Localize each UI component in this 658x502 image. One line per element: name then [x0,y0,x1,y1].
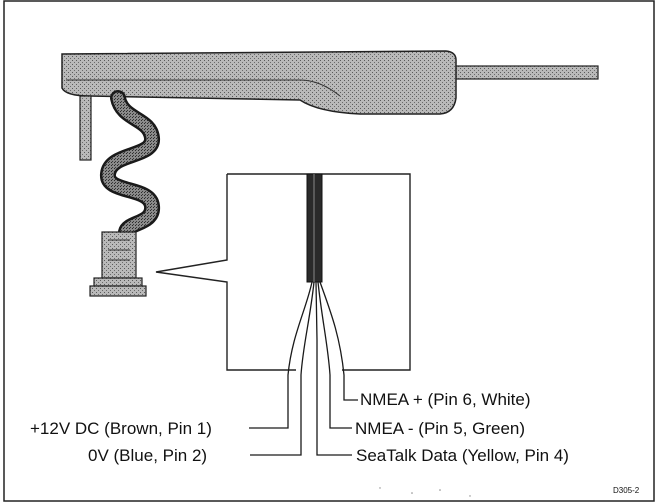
label-nmea-minus: NMEA - (Pin 5, Green) [355,419,526,438]
actuator-body-ridge [66,79,341,97]
actuator-body [61,50,457,115]
outer-frame [3,0,655,502]
label-nmea-plus: NMEA + (Pin 6, White) [360,390,531,409]
label-0v: 0V (Blue, Pin 2) [88,446,208,465]
zoom-callout [155,173,411,371]
drawing-code: D305-2 [613,486,640,495]
cable-connector [89,231,147,297]
mounting-pin [79,95,92,161]
pushrod [449,65,599,80]
label-seatalk-data: SeaTalk Data (Yellow, Pin 4) [356,446,569,465]
wire-fan [249,281,358,456]
label-12v-dc: +12V DC (Brown, Pin 1) [30,419,212,438]
